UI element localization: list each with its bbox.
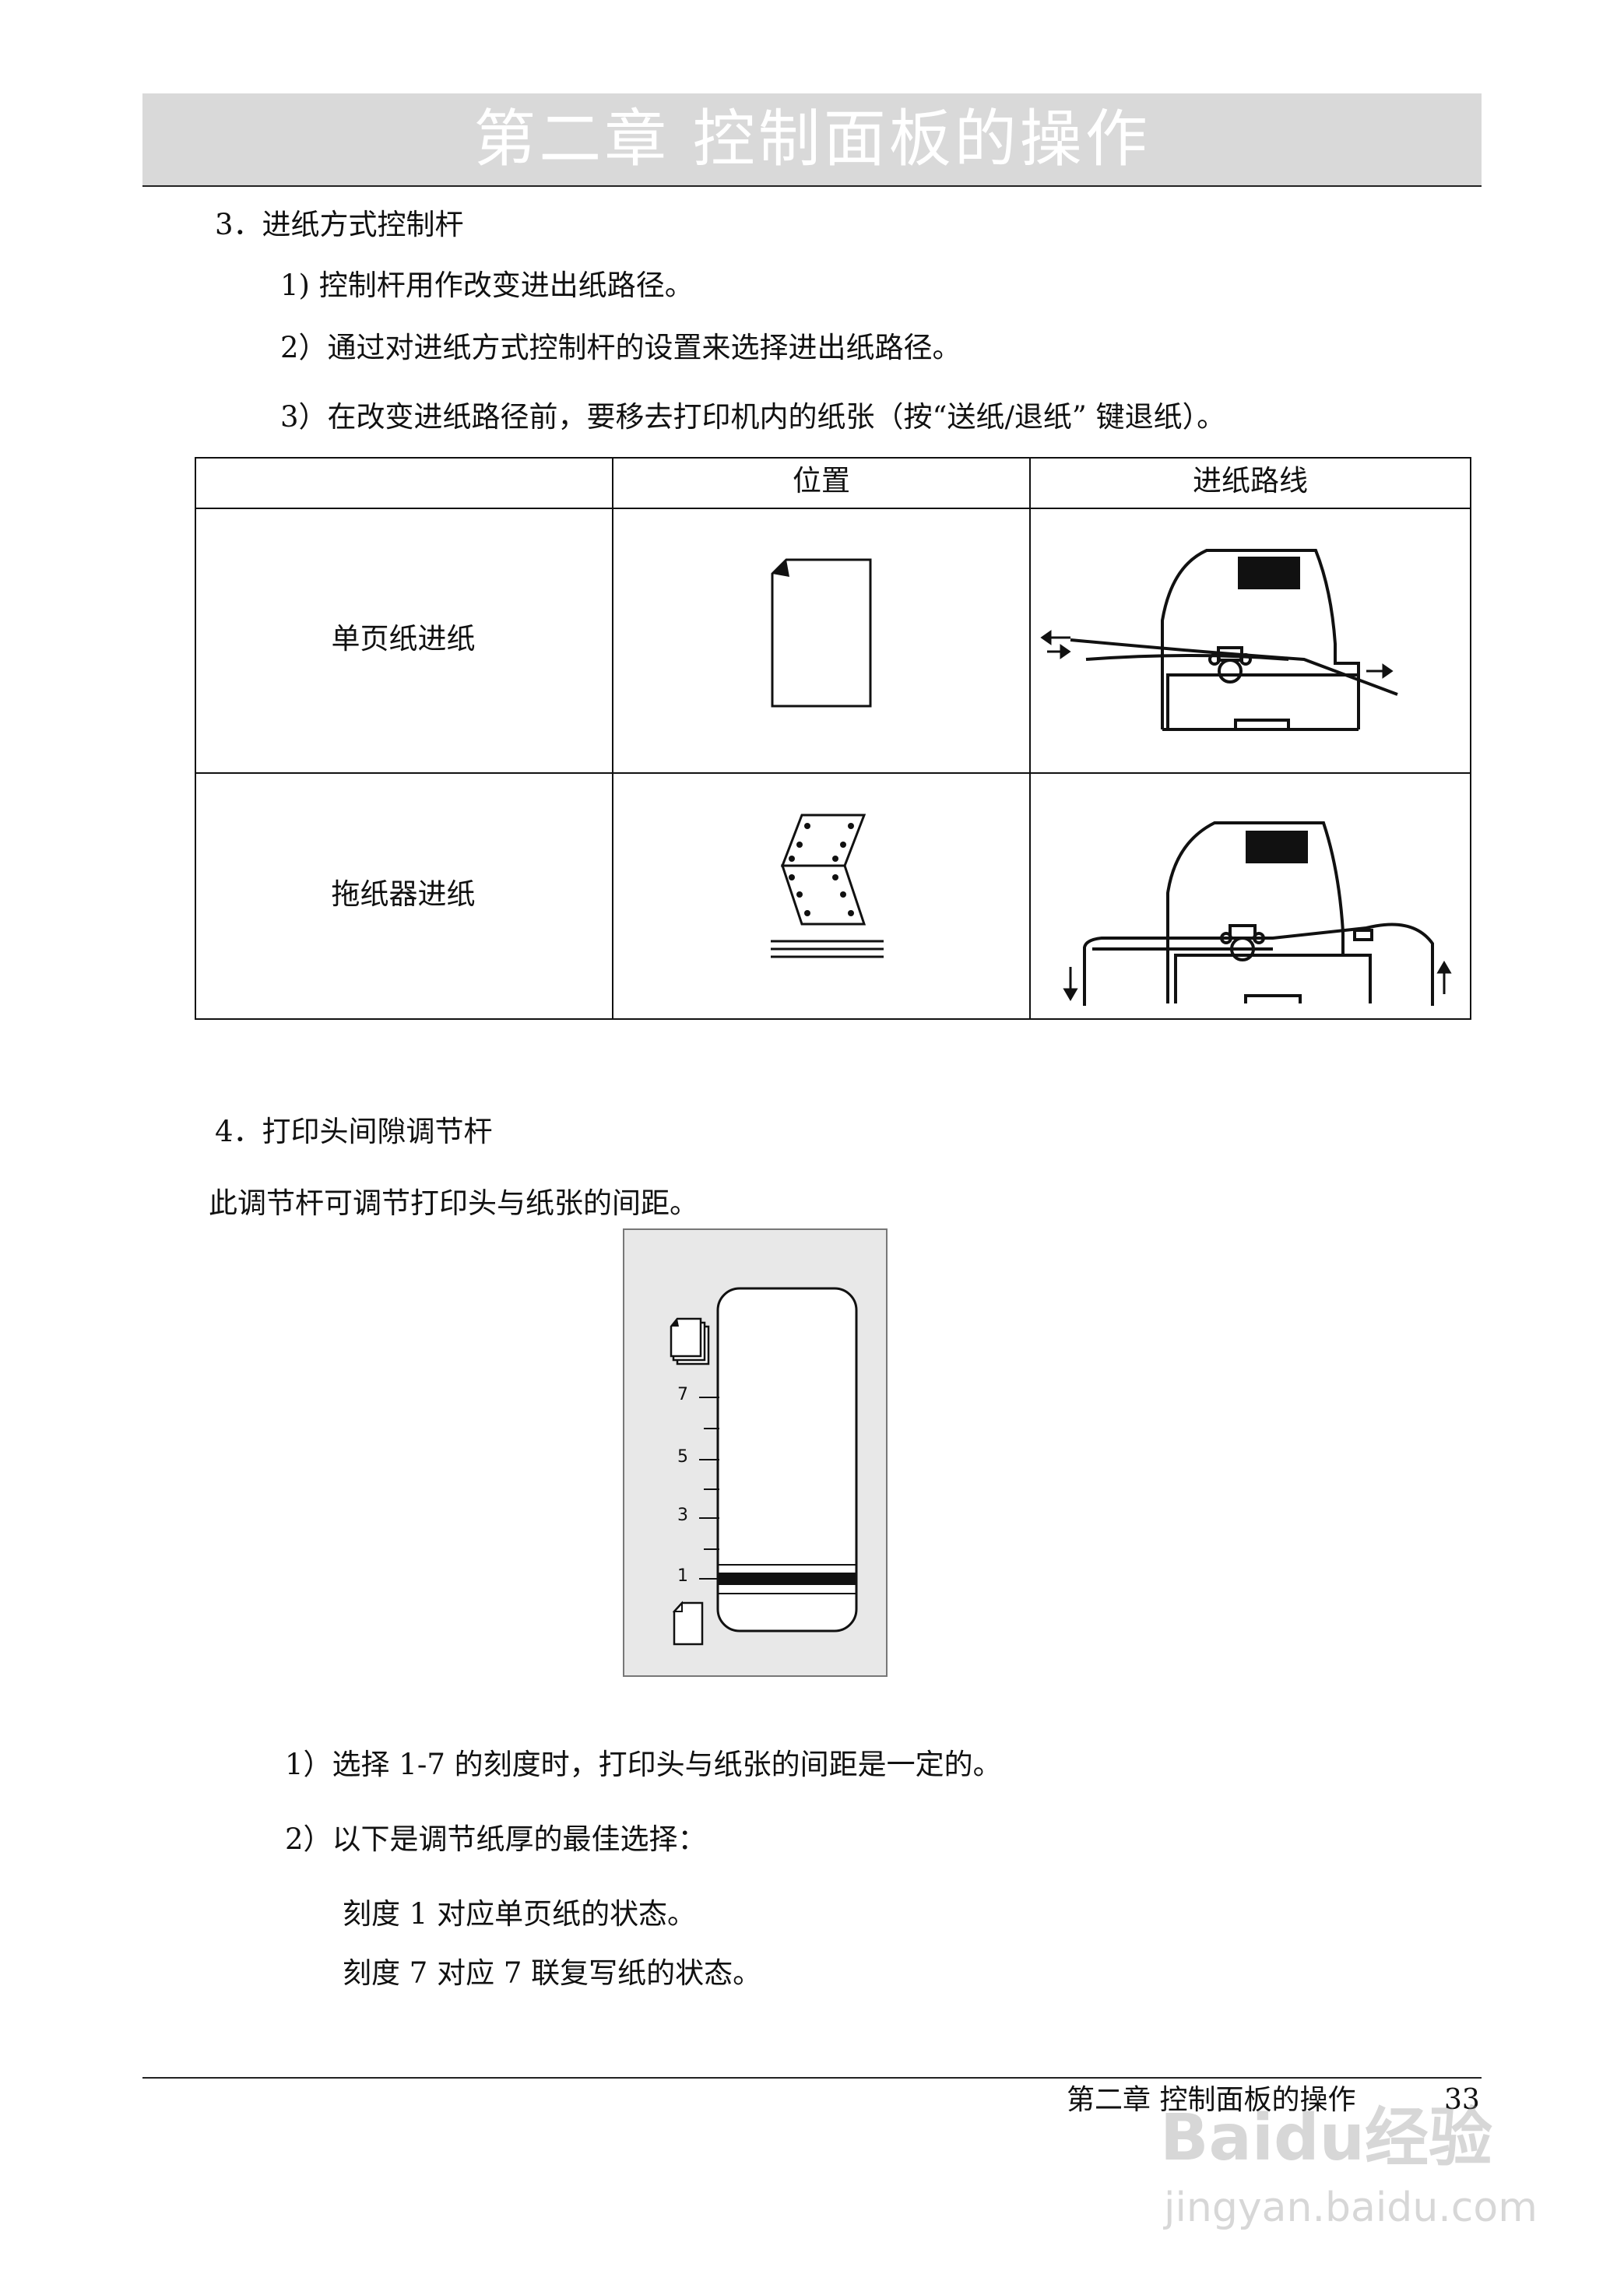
- footer-chapter: 第二章 控制面板的操作: [1067, 2084, 1356, 2116]
- section-4-intro: 此调节杆可调节打印头与纸张的间距。: [209, 1186, 698, 1220]
- table-col-rule-1: [612, 457, 613, 1018]
- gauge-tick-label-5: 5: [677, 1447, 688, 1467]
- table-row-rule: [195, 772, 1471, 774]
- section-4-sub-item-1: 刻度 1 对应单页纸的状态。: [343, 1897, 697, 1931]
- fanfold-paper-icon: [771, 814, 884, 958]
- section-3-item-1: 1) 控制杆用作改变进出纸路径。: [280, 269, 694, 302]
- section-4-item-1: 1）选择 1-7 的刻度时，打印头与纸张的间距是一定的。: [285, 1748, 1002, 1781]
- single-sheet-icon: [771, 558, 872, 708]
- row-label-single-sheet: 单页纸进纸: [331, 622, 476, 655]
- table-header-rule: [195, 508, 1471, 509]
- gauge-tick-label-3: 3: [677, 1506, 688, 1525]
- printer-single-sheet-path-diagram: [1040, 549, 1398, 731]
- header-rule: [142, 185, 1482, 187]
- section-4-sub-item-2: 刻度 7 对应 7 联复写纸的状态。: [343, 1956, 762, 1990]
- table-border: [195, 457, 1471, 1020]
- head-gap-gauge-panel: 7 5 3 1: [623, 1228, 888, 1677]
- watermark-brand: Baidu经验: [1160, 2101, 1493, 2175]
- footer-page-number: 33: [1444, 2084, 1480, 2116]
- section-4-item-2: 2）以下是调节纸厚的最佳选择：: [285, 1822, 707, 1856]
- feed-mode-table: 位置 进纸路线 单页纸进纸 拖纸器进纸: [195, 457, 1471, 1313]
- section-4-heading: 4．打印头间隙调节杆: [215, 1115, 493, 1148]
- table-header-path: 进纸路线: [1193, 464, 1308, 497]
- table-col-rule-2: [1029, 457, 1031, 1018]
- section-3-item-2: 2）通过对进纸方式控制杆的设置来选择进出纸路径。: [280, 331, 961, 364]
- gauge-tick-label-7: 7: [677, 1385, 688, 1404]
- chapter-banner: [142, 93, 1482, 185]
- footer-rule: [142, 2077, 1482, 2079]
- head-gap-gauge: [699, 1287, 858, 1633]
- section-3-heading: 3．进纸方式控制杆: [215, 208, 464, 241]
- printer-tractor-path-diagram: [1063, 821, 1452, 1006]
- multi-sheet-icon: [670, 1317, 710, 1365]
- watermark-url: jingyan.baidu.com: [1164, 2184, 1538, 2231]
- section-3-item-3: 3）在改变进纸路径前，要移去打印机内的纸张（按“送纸/退纸” 键退纸）。: [280, 400, 1226, 434]
- table-header-position: 位置: [793, 464, 850, 497]
- gauge-single-sheet-icon: [672, 1601, 704, 1646]
- gauge-tick-label-1: 1: [677, 1566, 688, 1586]
- chapter-title: 第二章 控制面板的操作: [473, 103, 1151, 175]
- row-label-tractor: 拖纸器进纸: [331, 877, 476, 911]
